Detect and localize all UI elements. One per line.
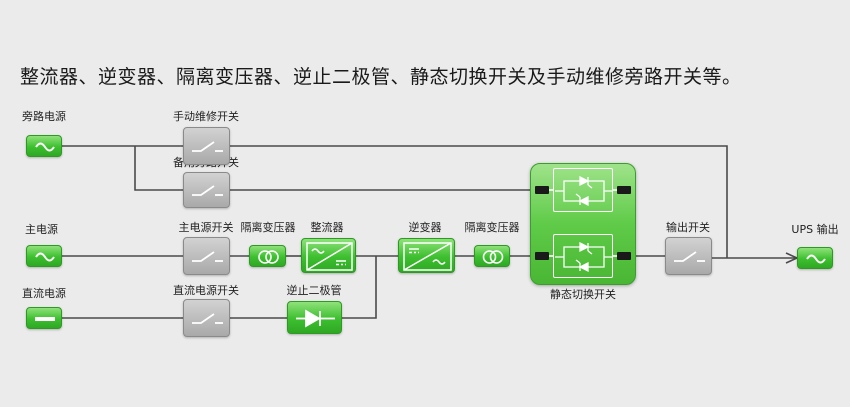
switch-icon	[192, 251, 223, 262]
switch-icon	[192, 141, 223, 152]
thyristor-pair-bypass	[553, 168, 613, 212]
page-heading: 整流器、逆变器、隔离变压器、逆止二极管、静态切换开关及手动维修旁路开关等。	[20, 66, 742, 88]
inverter-icon	[403, 242, 452, 271]
output-switch	[665, 237, 712, 275]
static-switch-label: 静态切换开关	[550, 288, 616, 301]
blocking-diode-label: 逆止二极管	[286, 284, 342, 297]
inverter-label: 逆变器	[408, 221, 442, 234]
iso-transformer-1-label: 隔离变压器	[240, 221, 296, 234]
main-source-label: 主电源	[25, 223, 58, 236]
diode-icon	[296, 309, 335, 328]
rectifier-block	[301, 238, 356, 273]
ups-output-label: UPS 输出	[791, 223, 839, 236]
main-power-switch	[183, 237, 230, 275]
transformer-icon	[258, 250, 279, 264]
manual-bypass-switch	[183, 127, 230, 165]
switch-icon	[674, 251, 705, 262]
switch-icon	[192, 313, 223, 324]
dc-power-switch	[183, 299, 230, 337]
dc-source-label: 直流电源	[22, 287, 66, 300]
ac-wave-icon	[35, 142, 55, 152]
dc-switch-label: 直流电源开关	[173, 284, 239, 297]
ups-output-block	[797, 247, 833, 269]
main-switch-label: 主电源开关	[178, 221, 234, 234]
transformer-icon	[482, 250, 504, 264]
iso-transformer-2-label: 隔离变压器	[464, 221, 520, 234]
ac-wave-icon	[35, 252, 55, 262]
standby-bypass-switch	[183, 172, 230, 208]
thyristor-icon	[555, 241, 612, 273]
isolation-transformer-2	[474, 245, 510, 267]
main-source-block	[26, 245, 62, 267]
output-switch-label: 输出开关	[666, 221, 710, 234]
bypass-source-label: 旁路电源	[22, 110, 66, 123]
dc-line-icon	[35, 317, 55, 321]
isolation-transformer-1	[249, 245, 286, 267]
sts-internal-wiring	[549, 189, 617, 257]
rectifier-label: 整流器	[310, 221, 344, 234]
ac-wave-icon	[806, 254, 826, 264]
blocking-diode-block	[287, 301, 342, 334]
thyristor-pair-main	[553, 234, 613, 278]
rectifier-icon	[306, 242, 353, 271]
bypass-source-block	[26, 135, 62, 157]
inverter-block	[398, 238, 455, 273]
sts-terminal	[617, 252, 631, 260]
thyristor-icon	[555, 175, 612, 207]
sts-terminal	[535, 252, 549, 260]
sts-terminal	[535, 186, 549, 194]
sts-terminal	[617, 186, 631, 194]
manual-bypass-switch-label: 手动维修开关	[173, 110, 239, 123]
dc-source-block	[26, 307, 62, 329]
switch-icon	[192, 185, 223, 196]
